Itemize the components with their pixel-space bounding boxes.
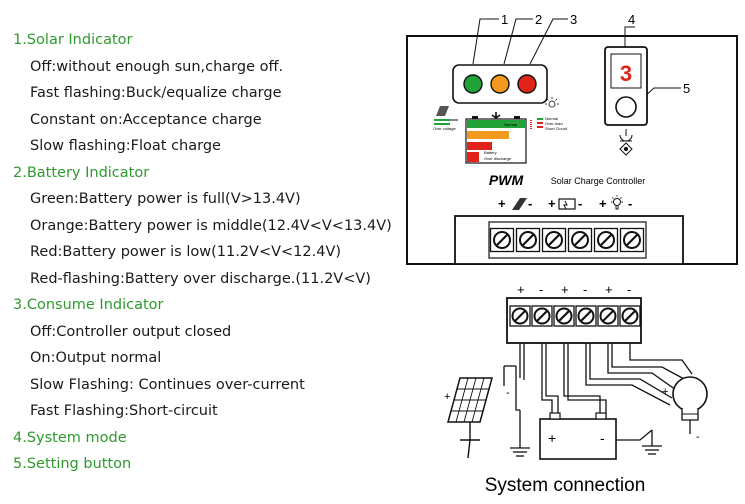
solar-plus: +: [444, 391, 450, 403]
callout-leaders: [472, 18, 681, 100]
screw-slot: [547, 233, 561, 247]
solar-panel-icon: + -: [444, 377, 510, 459]
screw-slot: [599, 233, 613, 247]
battery-terminal-plus: +: [548, 196, 556, 211]
legend-item: Green:Battery power is full(V>13.4V): [30, 191, 301, 207]
battery-plus: +: [548, 430, 556, 446]
over-discharge-label: Over discharge: [484, 156, 512, 161]
mode-digit: 3: [620, 61, 632, 86]
power-icon: [619, 129, 633, 156]
ground-icon: [510, 410, 662, 457]
battery-minus: -: [600, 430, 605, 446]
sun-icon: [545, 97, 559, 108]
terminal-sign: -: [627, 282, 631, 297]
screw-slot: [601, 309, 615, 323]
connection-terminal-signs: +-+-+-: [517, 282, 631, 297]
legend-item: Slow flashing:Float charge: [30, 138, 221, 154]
over-voltage-label: Over voltage: [433, 126, 456, 131]
lamp-icon: + -: [662, 376, 708, 443]
legend-heading: 5.Setting button: [13, 456, 132, 472]
callout-1: 1: [501, 12, 508, 27]
connection-wires: [503, 343, 693, 418]
legend-item: On:Output normal: [30, 350, 162, 366]
model-label: Solar Charge Controller: [551, 176, 646, 186]
screw-slot: [625, 233, 639, 247]
battery-gauge-icon: Normal Battery Over discharge: [465, 112, 527, 164]
connection-screws: [509, 305, 641, 327]
terminal-sign: +: [561, 282, 569, 297]
setting-button[interactable]: [615, 96, 637, 118]
battery-terminal-symbol: + -: [548, 196, 582, 211]
legend-item: Red:Battery power is low(11.2V<V<12.4V): [30, 244, 342, 260]
load-status-icon: Normal Over-load Short Circuit: [530, 116, 568, 131]
screw-slot: [521, 233, 535, 247]
legend-heading: 3.Consume Indicator: [13, 297, 164, 313]
status-normal-label: Normal: [545, 116, 558, 121]
legend-item: Orange:Battery power is middle(12.4V<V<1…: [30, 217, 392, 234]
panel-screws: [489, 227, 645, 253]
legend-item: Off:without enough sun,charge off.: [30, 58, 284, 75]
brand-label: PWM: [489, 172, 524, 188]
callout-2: 2: [535, 12, 542, 27]
battery-label: Battery: [484, 150, 497, 155]
load-led: [517, 74, 537, 94]
solar-mini-icon: Over voltage: [433, 106, 456, 131]
controller-diagram: 1 2 3 4 5 Over voltage Normal: [406, 12, 738, 496]
callout-3: 3: [570, 12, 577, 27]
terminal-sign: -: [539, 282, 543, 297]
screw-slot: [579, 309, 593, 323]
solar-terminal-minus: -: [528, 196, 532, 211]
callout-5: 5: [683, 81, 690, 96]
legend-item: Slow Flashing: Continues over-current: [30, 376, 305, 393]
screw-slot: [513, 309, 527, 323]
status-overload-label: Over-load: [545, 121, 563, 126]
load-terminal-minus: -: [628, 196, 632, 211]
legend-heading: 2.Battery Indicator: [13, 164, 150, 181]
solar-terminal-symbol: + -: [498, 196, 532, 211]
lamp-plus: +: [662, 386, 668, 398]
legend-item: Constant on:Acceptance charge: [30, 111, 262, 128]
legend-heading: 4.System mode: [13, 429, 127, 446]
load-terminal-symbol: + -: [599, 195, 632, 211]
legend-item: Fast flashing:Buck/equalize charge: [30, 85, 282, 101]
status-short-label: Short Circuit: [545, 126, 568, 131]
screw-slot: [573, 233, 587, 247]
solar-led: [463, 74, 483, 94]
callout-4: 4: [628, 12, 635, 27]
legend-item: Fast Flashing:Short-circuit: [30, 403, 218, 419]
lamp-minus: -: [696, 431, 700, 443]
connection-title: System connection: [485, 475, 646, 496]
screw-slot: [495, 233, 509, 247]
terminal-sign: -: [583, 282, 587, 297]
battery-led: [490, 74, 510, 94]
mode-display: [610, 53, 642, 89]
battery-icon: + -: [539, 412, 617, 460]
screw-slot: [557, 309, 571, 323]
load-terminal-plus: +: [599, 196, 607, 211]
legend-item: Red-flashing:Battery over discharge.(11.…: [30, 270, 371, 287]
battery-normal-label: Normal: [504, 122, 517, 127]
screw-slot: [623, 309, 637, 323]
legend-item: Off:Controller output closed: [30, 323, 232, 340]
solar-terminal-plus: +: [498, 196, 506, 211]
legend-heading: 1.Solar Indicator: [13, 32, 133, 48]
screw-slot: [535, 309, 549, 323]
battery-terminal-minus: -: [578, 196, 582, 211]
terminal-sign: +: [517, 282, 525, 297]
terminal-sign: +: [605, 282, 613, 297]
solar-minus: -: [506, 387, 510, 399]
